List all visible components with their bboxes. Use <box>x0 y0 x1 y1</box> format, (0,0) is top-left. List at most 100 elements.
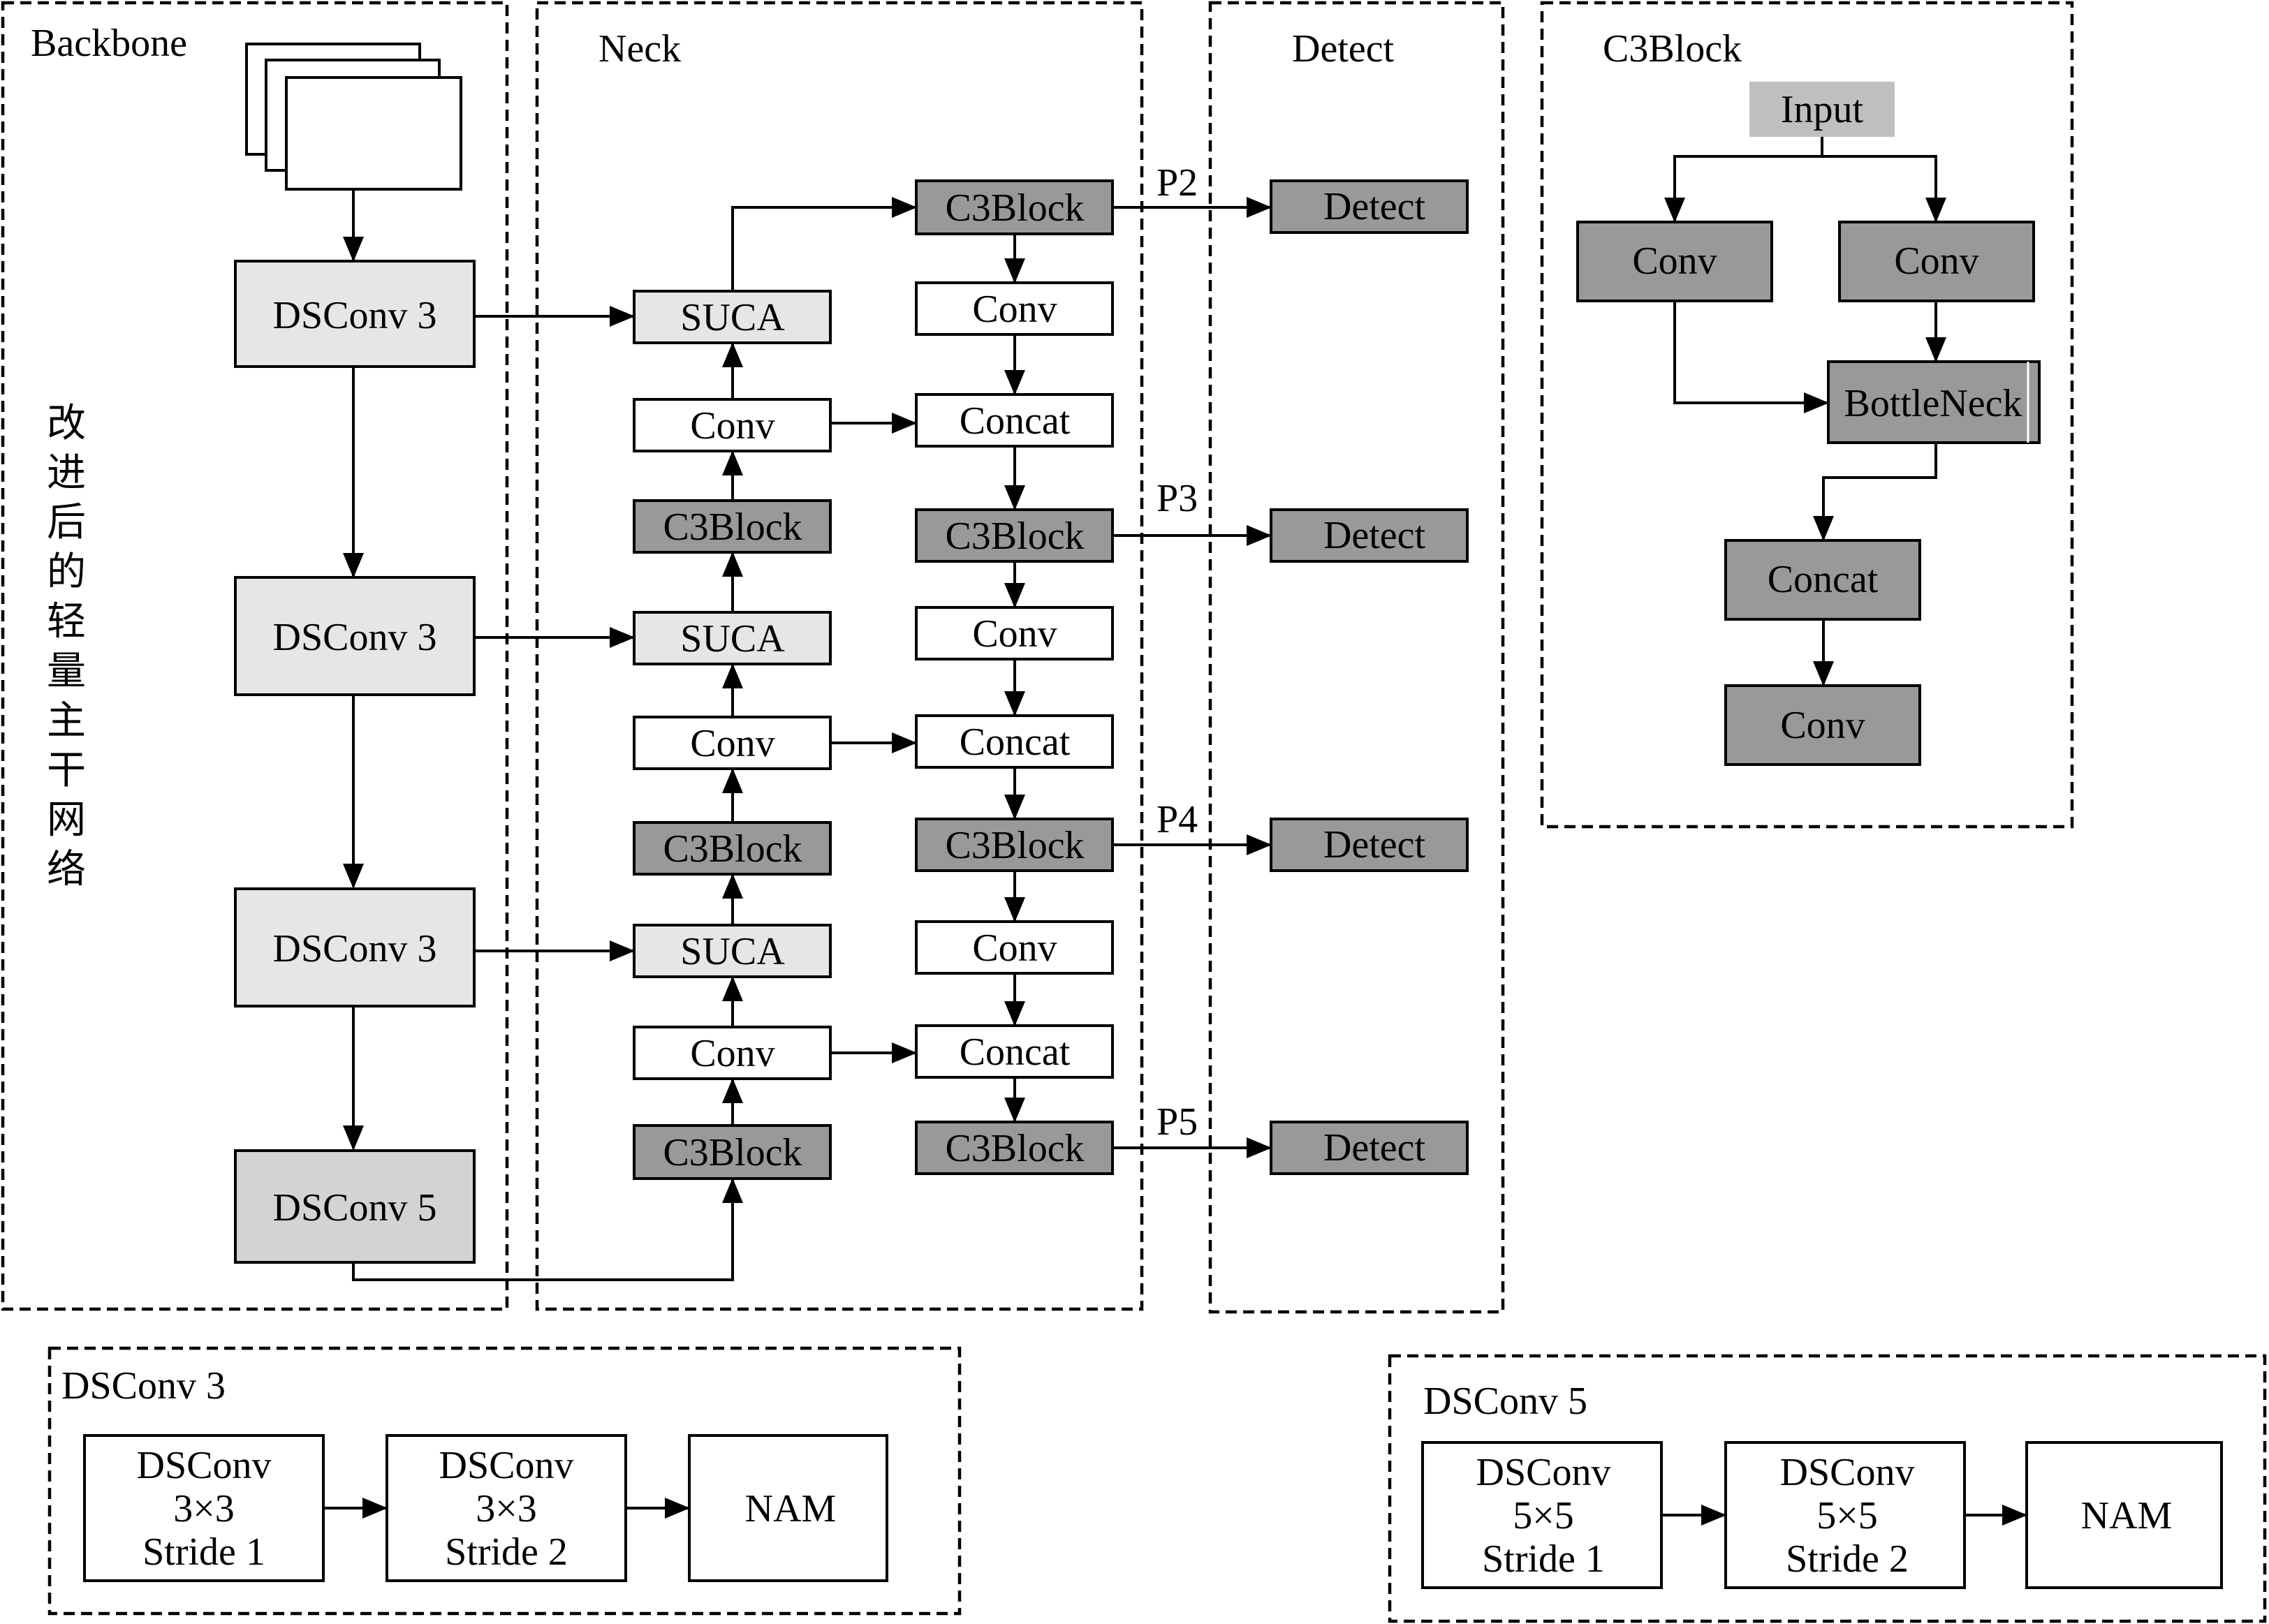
svg-text:DSConv 3: DSConv 3 <box>273 616 437 659</box>
svg-text:NAM: NAM <box>745 1487 837 1530</box>
neck-c3block-2: C3Block <box>633 821 832 876</box>
svg-text:Conv: Conv <box>1632 239 1717 283</box>
detect-head-p3: Detect <box>1270 508 1469 563</box>
dsconv5-section-frame <box>1388 1354 2267 1623</box>
c3block-section-frame <box>1540 1 2074 829</box>
neck-right-c3block-3: C3Block <box>915 818 1114 872</box>
svg-text:轻: 轻 <box>47 599 86 644</box>
svg-text:NAM: NAM <box>2081 1494 2173 1537</box>
neck-title: Neck <box>599 27 681 71</box>
svg-text:Concat: Concat <box>960 721 1071 764</box>
output-label-p4: P4 <box>1156 798 1198 841</box>
arrow-suca1-to-right-c3block1 <box>731 197 917 291</box>
svg-text:Stride 1: Stride 1 <box>1482 1537 1605 1581</box>
dsconv3-nam-block: NAM <box>688 1434 888 1582</box>
dsconv5-block-1: DSConv 5×5 Stride 1 <box>1421 1441 1663 1589</box>
neck-right-concat-3: Concat <box>915 1024 1114 1079</box>
c3block-title: C3Block <box>1603 27 1742 71</box>
svg-text:C3Block: C3Block <box>663 505 802 549</box>
neck-suca-1: SUCA <box>633 290 832 344</box>
svg-text:C3Block: C3Block <box>945 1127 1084 1170</box>
neck-right-c3block-1: C3Block <box>915 179 1114 235</box>
input-image-stack-icon <box>245 43 462 191</box>
detect-head-p4: Detect <box>1270 818 1469 872</box>
svg-text:改: 改 <box>47 401 86 446</box>
svg-text:C3Block: C3Block <box>663 1131 802 1174</box>
svg-text:Conv: Conv <box>972 288 1057 331</box>
backbone-vertical-label: 改 进 后 的 轻 量 主 干 网 络 <box>47 401 86 892</box>
svg-text:干: 干 <box>47 748 86 793</box>
dsconv5-nam-block: NAM <box>2025 1441 2223 1589</box>
svg-text:DSConv: DSConv <box>1780 1451 1915 1494</box>
output-label-p2: P2 <box>1156 161 1198 205</box>
svg-text:Stride 2: Stride 2 <box>445 1530 568 1574</box>
svg-text:DSConv: DSConv <box>439 1444 574 1487</box>
svg-text:5×5: 5×5 <box>1816 1494 1878 1537</box>
neck-right-concat-2: Concat <box>915 714 1114 769</box>
detect-head-p5: Detect <box>1270 1121 1469 1175</box>
svg-text:Conv: Conv <box>690 722 774 765</box>
neck-suca-3: SUCA <box>633 924 832 978</box>
c3block-conv-right: Conv <box>1838 221 2035 302</box>
detect-title: Detect <box>1292 27 1395 71</box>
svg-text:3×3: 3×3 <box>476 1487 537 1530</box>
c3block-conv-out: Conv <box>1724 684 1921 766</box>
neck-right-c3block-4: C3Block <box>915 1121 1114 1175</box>
svg-text:Conv: Conv <box>972 927 1057 970</box>
svg-text:SUCA: SUCA <box>680 617 785 660</box>
dsconv5-block-2: DSConv 5×5 Stride 2 <box>1724 1441 1966 1589</box>
svg-text:DSConv: DSConv <box>137 1444 272 1487</box>
svg-text:DSConv 5: DSConv 5 <box>273 1186 437 1230</box>
neck-right-concat-1: Concat <box>915 393 1114 448</box>
svg-text:Conv: Conv <box>1780 704 1865 747</box>
neck-right-conv-1: Conv <box>915 281 1114 336</box>
svg-text:BottleNeck: BottleNeck <box>1844 382 2022 425</box>
svg-text:Conv: Conv <box>690 404 774 448</box>
backbone-stage2-dsconv3: DSConv 3 <box>234 576 476 696</box>
backbone-stage4-dsconv5: DSConv 5 <box>234 1149 476 1264</box>
neck-c3block-3: C3Block <box>633 1124 832 1180</box>
svg-text:C3Block: C3Block <box>945 824 1084 867</box>
svg-text:3×3: 3×3 <box>173 1487 235 1530</box>
svg-text:DSConv 3: DSConv 3 <box>273 927 437 970</box>
svg-text:DSConv: DSConv <box>1476 1451 1611 1494</box>
svg-text:Conv: Conv <box>1894 239 1978 283</box>
dsconv3-block-2: DSConv 3×3 Stride 2 <box>385 1434 627 1582</box>
svg-text:Detect: Detect <box>1323 514 1426 557</box>
svg-text:Detect: Detect <box>1323 823 1426 866</box>
arrow-input-split-right <box>1822 155 1946 223</box>
dsconv3-section-frame <box>47 1346 962 1616</box>
svg-text:的: 的 <box>47 549 86 595</box>
svg-text:Concat: Concat <box>960 1031 1071 1074</box>
arrow-stage4-to-c3block3 <box>352 1178 743 1281</box>
svg-text:Conv: Conv <box>690 1032 774 1075</box>
neck-right-conv-3: Conv <box>915 920 1114 975</box>
svg-text:后: 后 <box>47 500 86 545</box>
arrow-input-split <box>1664 137 1823 223</box>
neck-right-conv-2: Conv <box>915 606 1114 660</box>
svg-text:C3Block: C3Block <box>945 186 1084 230</box>
neck-section-frame <box>535 1 1144 1311</box>
svg-text:C3Block: C3Block <box>945 515 1084 558</box>
backbone-stage1-dsconv3: DSConv 3 <box>234 260 476 368</box>
svg-text:Detect: Detect <box>1323 1126 1426 1169</box>
neck-c3block-1: C3Block <box>633 499 832 554</box>
neck-right-c3block-2: C3Block <box>915 508 1114 563</box>
neck-conv-2: Conv <box>633 716 832 770</box>
svg-text:SUCA: SUCA <box>680 296 785 339</box>
detect-head-p2: Detect <box>1270 179 1469 234</box>
c3block-conv-left: Conv <box>1576 221 1773 302</box>
arrow-bottleneck-to-concat <box>1813 443 1937 541</box>
output-label-p5: P5 <box>1156 1100 1198 1144</box>
svg-text:主: 主 <box>47 698 86 744</box>
svg-text:量: 量 <box>47 649 86 694</box>
neck-suca-2: SUCA <box>633 611 832 665</box>
svg-text:DSConv 3: DSConv 3 <box>273 294 437 337</box>
svg-text:Input: Input <box>1781 88 1864 131</box>
dsconv5-title: DSConv 5 <box>1423 1380 1587 1423</box>
svg-text:C3Block: C3Block <box>663 827 802 871</box>
dsconv3-block-1: DSConv 3×3 Stride 1 <box>83 1434 325 1582</box>
c3block-bottleneck: BottleNeck <box>1827 360 2041 444</box>
svg-text:Stride 2: Stride 2 <box>1786 1537 1909 1581</box>
